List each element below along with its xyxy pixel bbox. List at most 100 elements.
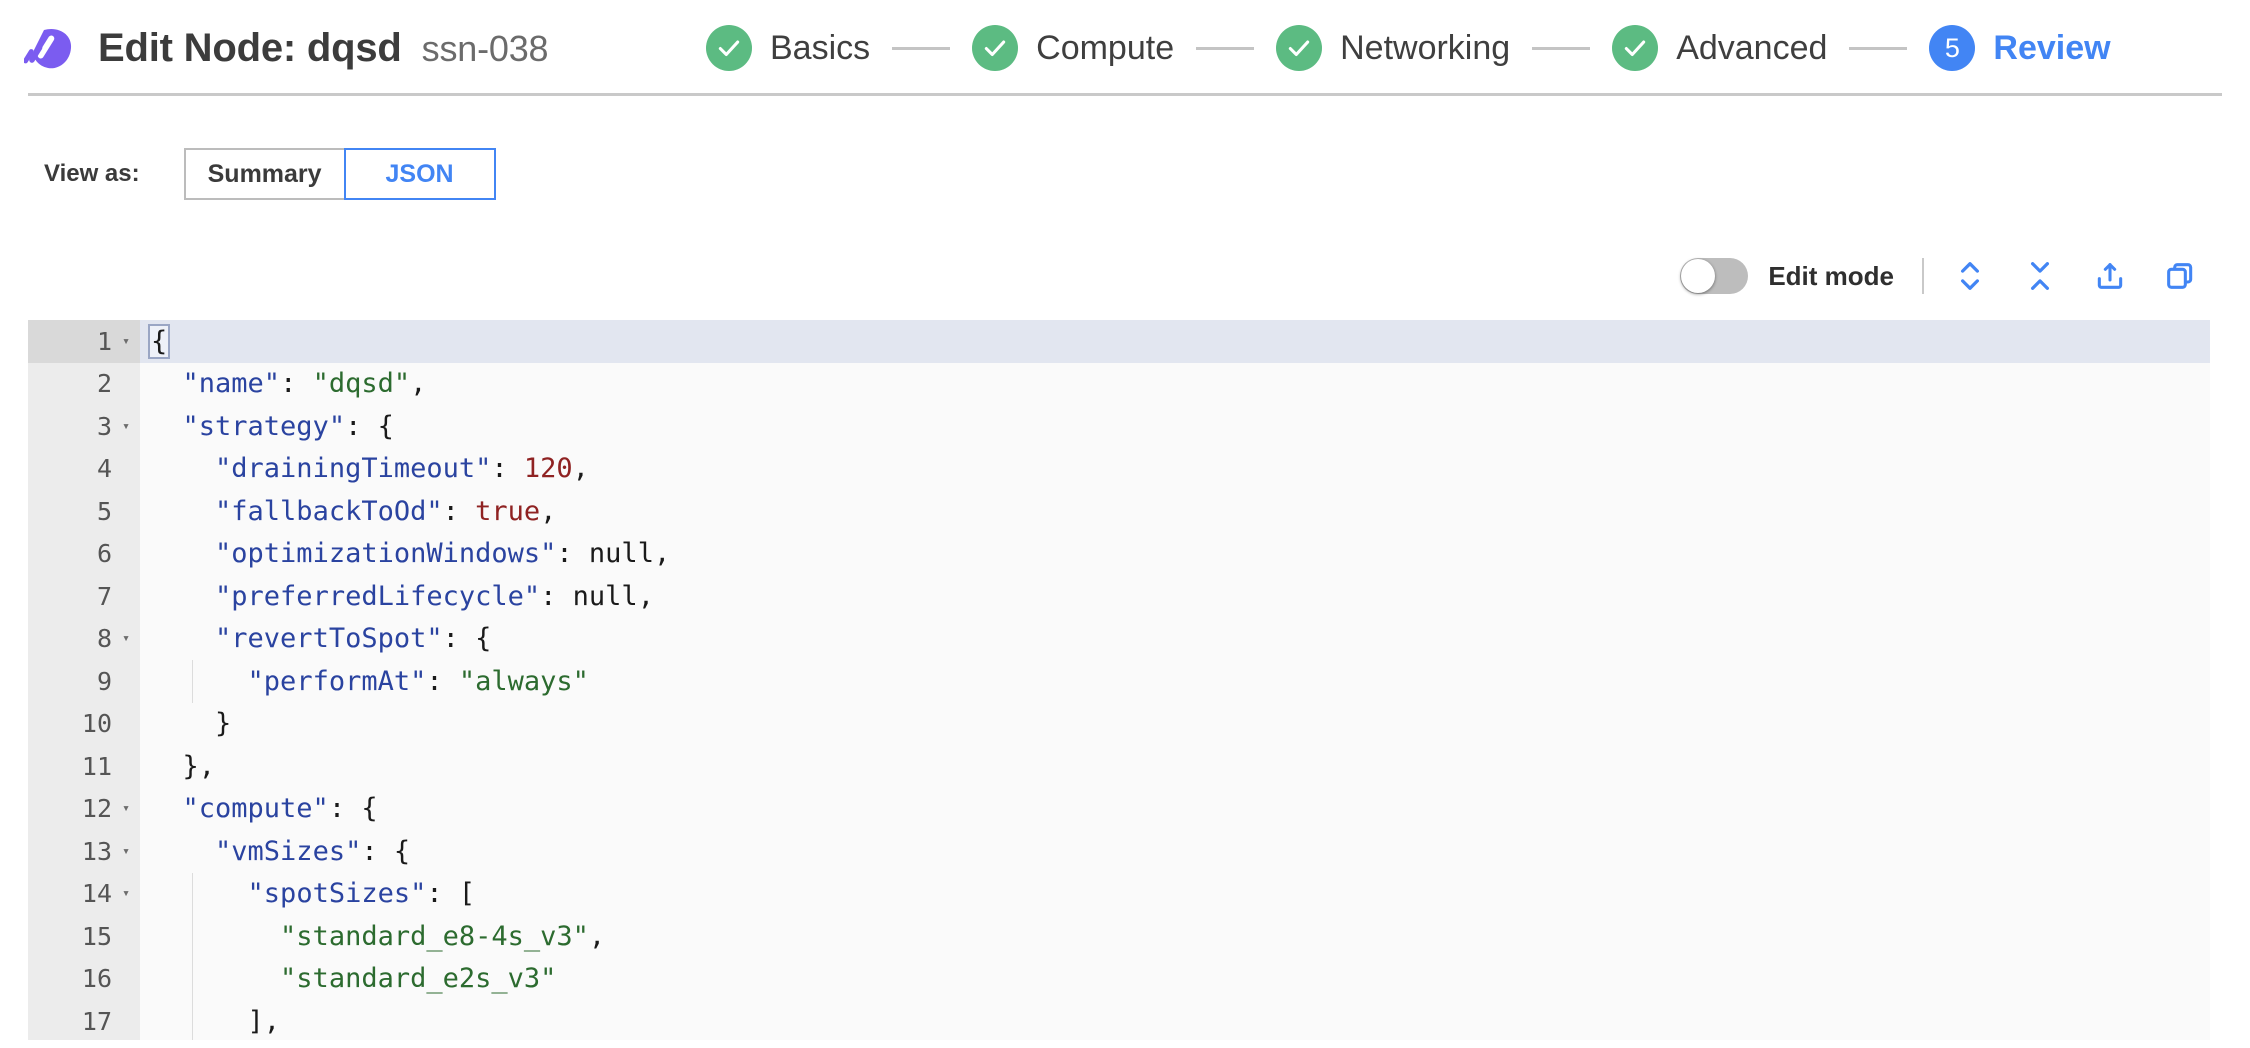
json-token-punct: : { [361,835,411,867]
line-number-gutter: 10▾ [28,702,140,745]
line-number: 2 [96,369,112,399]
code-line[interactable]: 1▾{ [28,320,2210,363]
indent-guide [192,660,194,703]
code-line[interactable]: 3▾ "strategy": { [28,405,2210,448]
page-header: Edit Node: dqsd ssn-038 Basics Compute Net… [0,0,2250,96]
json-token-key: "drainingTimeout" [215,453,492,485]
edit-mode-label: Edit mode [1768,260,1894,291]
editor-action-icons [1952,258,2198,294]
code-line[interactable]: 11▾ }, [28,745,2210,788]
fold-toggle-icon[interactable]: ▾ [122,631,130,647]
code-line[interactable]: 14 ▾ "spotSizes": [ [28,872,2210,915]
code-line[interactable]: 6▾ "optimizationWindows": null, [28,532,2210,575]
line-number-gutter: 15▾ [28,915,140,958]
code-line[interactable]: 8▾ "revertToSpot": { [28,617,2210,660]
page-title-subtitle: ssn-038 [421,27,549,69]
view-as-row: View as: Summary JSON [0,96,2250,200]
code-line[interactable]: 4▾ "drainingTimeout": 120, [28,447,2210,490]
fold-toggle-icon[interactable]: ▾ [122,843,130,859]
code-line[interactable]: 2▾ "name": "dqsd", [28,362,2210,405]
line-number: 16 [81,964,112,994]
brand: Edit Node: dqsd ssn-038 [23,22,549,74]
line-number-gutter: 6▾ [28,532,140,575]
code-line-text: "standard_e8-4s_v3", [140,915,2210,958]
json-token-punct: : [540,580,573,612]
json-token-str: "standard_e2s_v3" [280,963,557,995]
json-token-punct: : [426,665,459,697]
json-token-punct: , [637,580,654,612]
fold-toggle-icon[interactable]: ▾ [122,886,130,902]
line-number-gutter: 14 ▾ [28,872,140,915]
fold-toggle-icon[interactable]: ▾ [122,801,130,817]
code-line[interactable]: 12▾ "compute": { [28,787,2210,830]
stepper-item-compute[interactable]: Compute [972,25,1174,71]
json-token-str: "dqsd" [312,368,411,400]
json-token-punct: , [410,368,427,400]
line-number: 17 [81,1006,112,1036]
line-number-gutter: 8▾ [28,617,140,660]
view-as-json-button[interactable]: JSON [343,148,496,200]
view-as-segmented-control[interactable]: Summary JSON [183,148,496,200]
line-number: 9 [96,666,112,696]
line-number: 14 [81,879,112,909]
code-line[interactable]: 17▾ ], [28,1000,2210,1040]
json-token-key: "performAt" [247,665,427,697]
code-line-text: { [140,320,2210,363]
code-line[interactable]: 16▾ "standard_e2s_v3" [28,957,2210,1000]
copy-icon[interactable] [2162,258,2198,294]
stepper-item-advanced[interactable]: Advanced [1612,25,1827,71]
code-line[interactable]: 5▾ "fallbackToOd": true, [28,490,2210,533]
step-number: 5 [1944,32,1960,63]
json-token-punct: , [653,538,671,570]
check-icon [706,25,752,71]
line-number: 1 [96,326,112,356]
json-token-bool: true [475,495,541,527]
code-line[interactable]: 15▾ "standard_e8-4s_v3", [28,915,2210,958]
json-token-key: "fallbackToOd" [215,495,443,527]
line-number-gutter: 13 ▾ [28,830,140,873]
toolbar-divider [1922,258,1924,294]
line-number: 7 [96,581,112,611]
stepper-item-basics[interactable]: Basics [706,25,870,71]
json-token-num: 120 [523,453,573,485]
indent-guide [192,915,194,958]
code-line-text: "fallbackToOd": true, [140,490,2210,533]
view-as-summary-button[interactable]: Summary [183,148,344,200]
code-line[interactable]: 9▾ "performAt": "always" [28,660,2210,703]
code-line[interactable]: 13▾ "vmSizes": { [28,830,2210,873]
share-icon[interactable] [2092,258,2128,294]
code-line[interactable]: 10▾ } [28,702,2210,745]
line-number-gutter: 11▾ [28,745,140,788]
code-line-text: "performAt": "always" [140,660,2210,703]
edit-mode-toggle[interactable] [1680,258,1749,294]
line-number-gutter: 5▾ [28,490,140,533]
json-token-str: "standard_e8-4s_v3" [280,920,589,952]
expand-all-icon[interactable] [1952,258,1988,294]
fold-toggle-icon[interactable]: ▾ [122,418,130,434]
code-line-text: "spotSizes": [ [140,872,2210,915]
stepper-label: Basics [770,28,871,67]
check-icon [1612,25,1659,71]
json-token-punct: : [ [426,878,476,910]
line-number-gutter: 1▾ [28,320,140,363]
json-token-punct: : [491,453,524,485]
indent-guide [192,957,194,1000]
line-number: 13 [81,836,112,866]
collapse-all-icon[interactable] [2022,258,2058,294]
code-line[interactable]: 7▾ "preferredLifecycle": null, [28,575,2210,618]
fold-toggle-icon[interactable]: ▾ [122,333,130,349]
line-number-gutter: 9▾ [28,660,140,703]
json-code-editor[interactable]: 1▾{2▾ "name": "dqsd",3▾ "strategy": {4▾ … [28,320,2210,1040]
json-token-punct: { [147,323,171,359]
json-token-key: "optimizationWindows" [215,538,557,570]
indent-guide [192,872,194,915]
json-token-null: null [572,580,638,612]
line-number: 8 [96,624,112,654]
line-number-gutter: 7▾ [28,575,140,618]
line-number: 10 [81,709,112,739]
json-token-punct: , [540,495,557,527]
code-line-text: }, [140,745,2210,788]
stepper-label: Networking [1340,28,1511,67]
stepper-item-networking[interactable]: Networking [1276,25,1510,71]
